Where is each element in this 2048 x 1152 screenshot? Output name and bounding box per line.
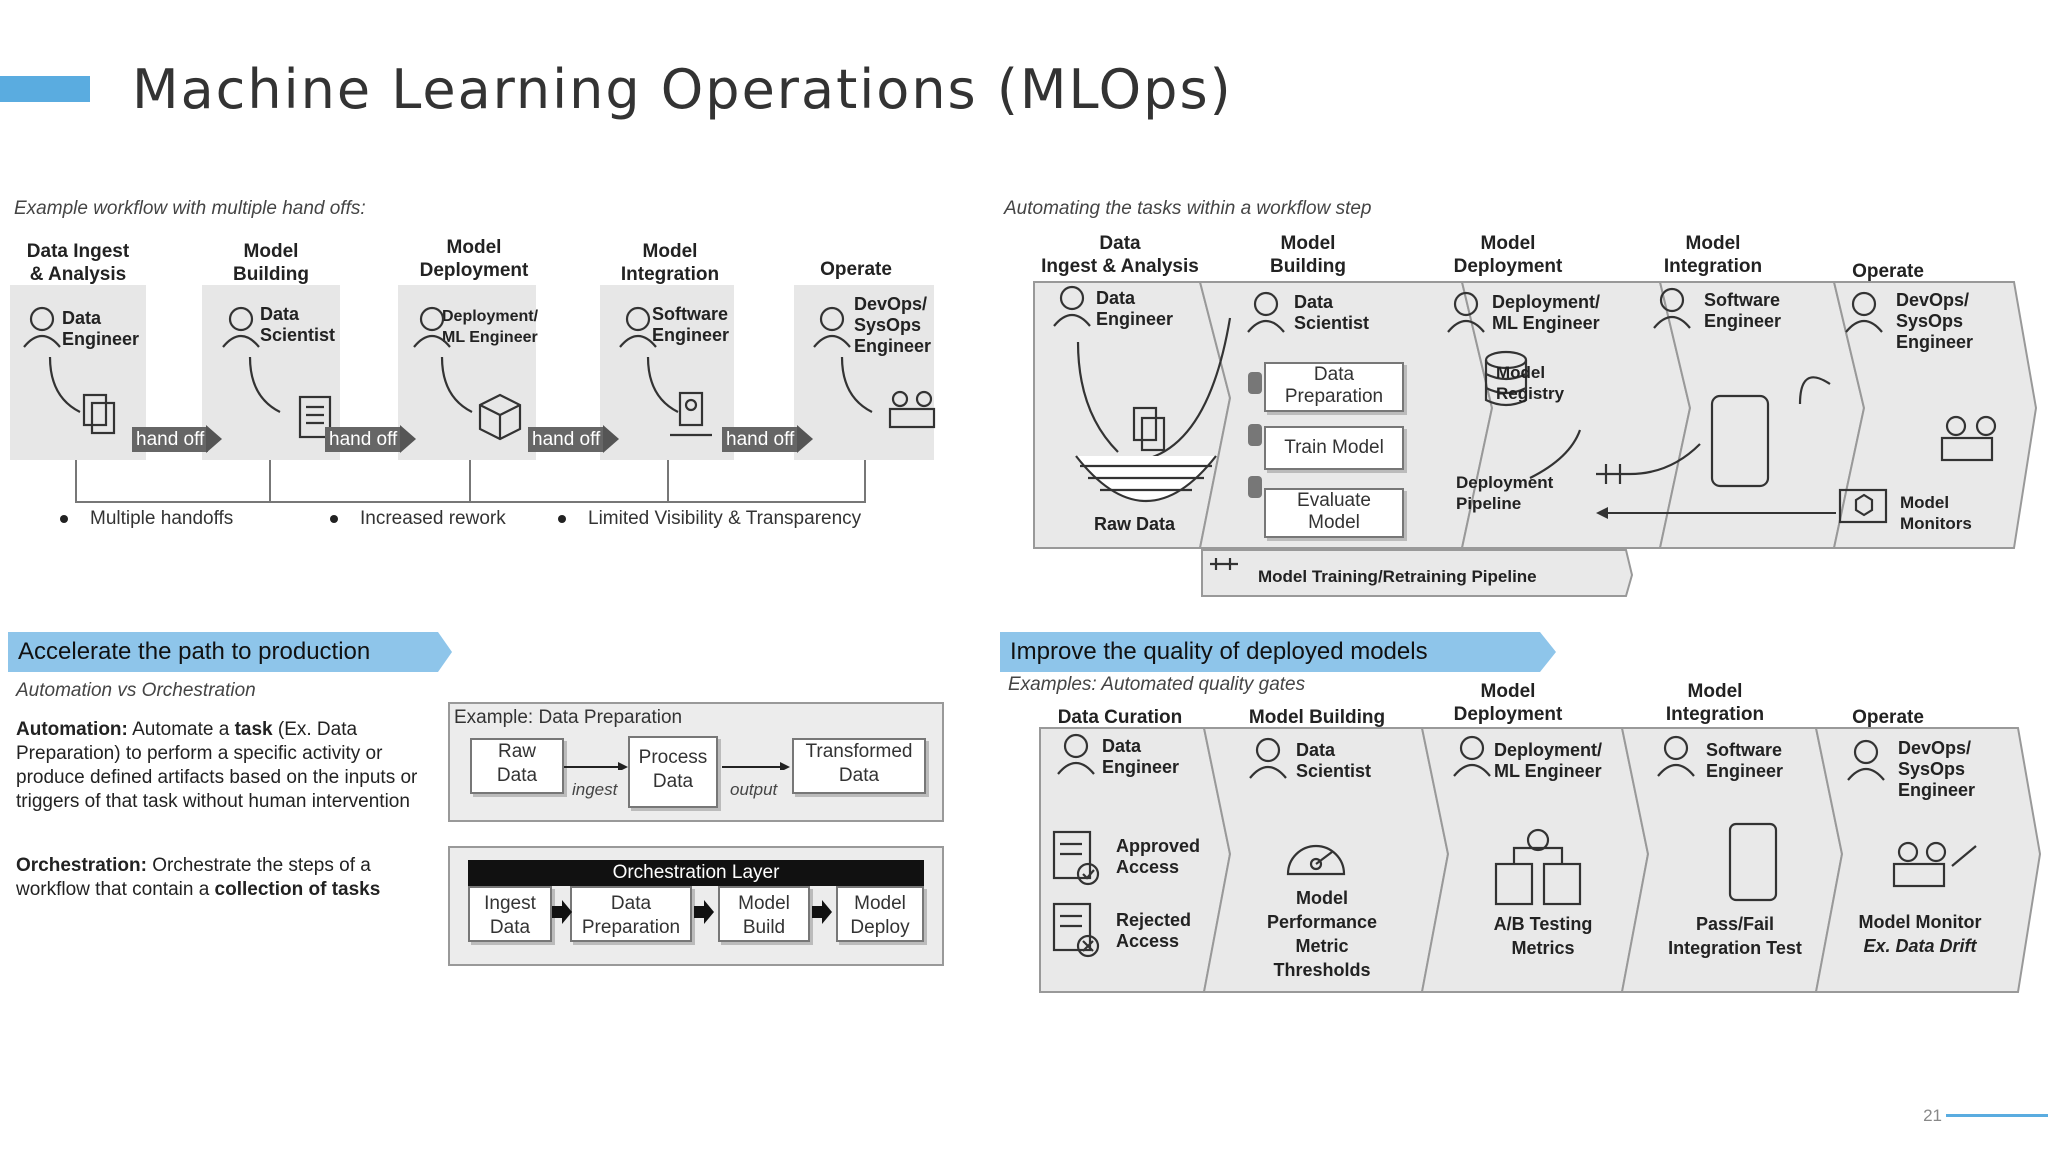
handoff-arrow-3 [603,425,619,453]
handoff-arrow-4 [797,425,813,453]
auto-role-data-engineer: Data Engineer [1096,288,1174,329]
accelerate-banner: Accelerate the path to production [18,638,371,665]
example-arrows [564,762,790,770]
deployment-pipeline-label: Deployment Pipeline [1456,473,1554,513]
header-building: Model Building [233,241,309,285]
orch-step-ingest: Ingest Data [468,886,552,942]
automation-chevrons [1033,281,2038,597]
process-data-box: Process Data [628,736,718,808]
auto-role-ml-engineer: Deployment/ ML Engineer [1492,292,1601,333]
q-header-operate: Operate [1852,707,1924,728]
orch-step-preparation: Data Preparation [570,886,692,942]
auto-header-operate: Operate [1852,261,1924,282]
rejected-access-label: Rejected Access [1116,910,1192,951]
orchestration-layer-bar: Orchestration Layer [468,860,924,886]
auto-role-devops-engineer: DevOps/ SysOps Engineer [1896,290,1974,352]
handoff-icons [23,306,936,441]
header-deployment: Model Deployment [419,237,529,281]
model-monitor-label: Model Monitor [1858,912,1982,932]
handoff-label-1: hand off [132,427,209,452]
handoff-label-4: hand off [722,427,799,452]
automation-vs-orchestration: Automation vs Orchestration [16,680,256,701]
footer-accent-line [1946,1114,2048,1117]
auto-header-deployment: Model Deployment [1453,233,1563,277]
handoff-arrow-2 [400,425,416,453]
stage-box-integration [600,285,734,460]
data-drift-label: Ex. Data Drift [1863,936,1977,956]
orch-step-deploy: Model Deploy [836,886,924,942]
page-number: 21 [1923,1106,1942,1125]
quality-banner: Improve the quality of deployed models [1010,638,1428,665]
step-data-preparation: Data Preparation [1264,362,1404,412]
model-registry-label: Model Registry [1496,363,1565,403]
auto-header-building: Model Building [1270,233,1346,277]
q-header-building: Model Building [1248,707,1386,728]
role-software-engineer: Software Engineer [652,304,730,345]
q-role-software-engineer: Software Engineer [1706,740,1784,781]
handoff-caption: Example workflow with multiple hand offs… [14,198,366,219]
role-data-engineer: Data Engineer [62,308,140,349]
role-devops-engineer: DevOps/ SysOps Engineer [854,294,932,356]
automation-description: Automation: Automate a task (Ex. Data Pr… [16,719,418,812]
step-train-model: Train Model [1264,426,1404,470]
quality-banner-shape [1000,632,1556,672]
role-data-scientist: Data Scientist [260,304,336,345]
q-role-data-scientist: Data Scientist [1296,740,1372,781]
header-operate: Operate [820,259,892,280]
q-header-curation: Data Curation [1057,707,1183,728]
stage-box-building [202,285,340,460]
q-role-devops-engineer: DevOps/ SysOps Engineer [1898,738,1976,800]
orchestration-description: Orchestration: Orchestrate the steps of … [16,855,381,900]
auto-role-data-scientist: Data Scientist [1294,292,1370,333]
auto-header-integration: Model Integration [1663,233,1763,277]
raw-data-box: Raw Data [470,738,564,794]
metric-thresholds-label: Model Performance Metric Thresholds [1266,888,1378,980]
stage-box-operate [794,285,934,460]
q-role-ml-engineer: Deployment/ ML Engineer [1494,740,1603,781]
quality-chevrons [1039,727,2042,993]
example-title: Example: Data Preparation [454,707,683,728]
pass-fail-label: Pass/Fail Integration Test [1668,914,1802,958]
handoff-bracket [75,460,866,503]
header-ingest: Data Ingest & Analysis [26,241,130,285]
accelerate-banner-shape [8,632,452,672]
q-role-data-engineer: Data Engineer [1102,736,1180,777]
person-icon [23,306,873,413]
raw-data-label: Raw Data [1094,514,1176,534]
auto-header-ingest: Data Ingest & Analysis [1041,233,1199,277]
q-header-deployment: Model Deployment [1453,681,1563,725]
ab-testing-label: A/B Testing Metrics [1493,914,1593,958]
model-monitors-label: Model Monitors [1900,493,1972,533]
bullet-rework: Increased rework [330,508,506,530]
q-header-integration: Model Integration [1665,681,1765,725]
role-ml-engineer: Deployment/ ML Engineer [442,308,539,346]
orch-arrows [552,900,832,924]
transformed-data-box: Transformed Data [792,738,926,794]
orch-step-build: Model Build [718,886,810,942]
quality-caption: Examples: Automated quality gates [1008,674,1306,695]
artifact-icons [82,390,936,441]
bullet-visibility: Limited Visibility & Transparency [558,508,861,530]
ingest-label: ingest [572,780,618,799]
training-pipeline-label: Model Training/Retraining Pipeline [1258,567,1537,586]
bullet-handoffs: Multiple handoffs [60,508,233,530]
approved-access-label: Approved Access [1116,836,1201,877]
handoff-label-2: hand off [325,427,402,452]
slide-title: Machine Learning Operations (MLOps) [132,58,1233,121]
header-integration: Model Integration [620,241,720,285]
output-label: output [730,780,778,799]
handoff-label-3: hand off [528,427,605,452]
auto-role-software-engineer: Software Engineer [1704,290,1782,331]
title-accent-bar [0,76,90,102]
step-evaluate-model: Evaluate Model [1264,488,1404,538]
handoff-arrow-1 [206,425,222,453]
automation-caption: Automating the tasks within a workflow s… [1004,198,1372,219]
